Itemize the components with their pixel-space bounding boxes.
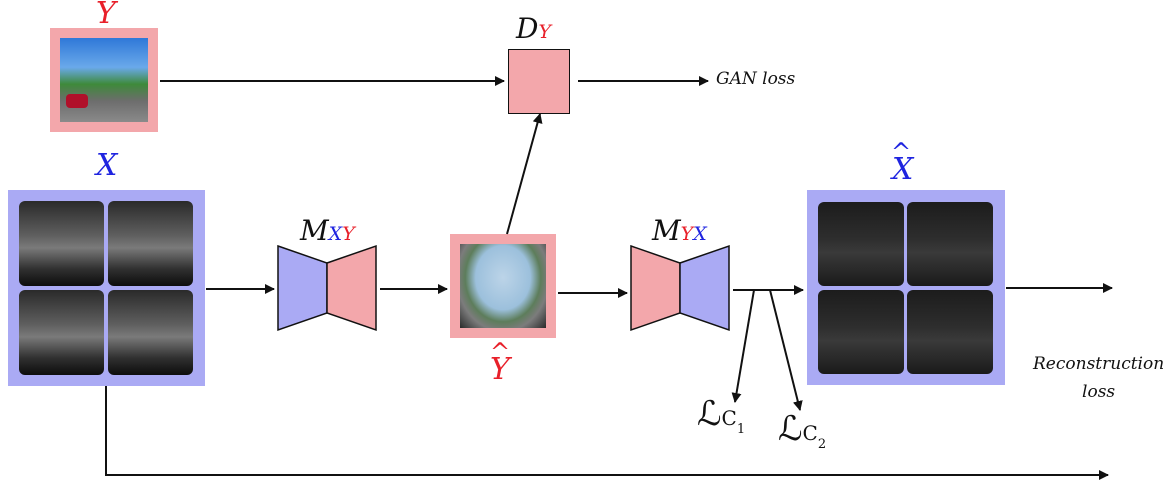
label-l-c1: ℒC1 — [697, 394, 746, 437]
encoder-xy-left — [277, 244, 328, 332]
encoder-yx-right — [679, 244, 730, 332]
image-x-hat-tile — [907, 202, 993, 286]
label-d-y: DY — [516, 12, 551, 45]
image-y-photo — [60, 38, 148, 122]
image-x-tile — [108, 201, 193, 286]
arrow-x-skip — [105, 386, 1109, 480]
image-y-frame — [50, 28, 158, 132]
gan-loss-label: GAN loss — [716, 69, 796, 89]
label-x: X — [96, 148, 118, 183]
image-x-tile — [108, 290, 193, 375]
car-shape — [66, 94, 88, 108]
arrow-to-lc1 — [731, 289, 755, 403]
hat-accent: ^ — [490, 338, 511, 366]
label-y-hat: ^ Y — [490, 338, 511, 387]
label-m-yx: MYX — [652, 214, 707, 247]
image-x-hat-frame — [807, 190, 1005, 385]
image-x-tile — [19, 201, 104, 286]
hat-accent: ^ — [891, 138, 912, 166]
label-m-xy: MXY — [300, 214, 355, 247]
label-l-c2: ℒC2 — [778, 409, 827, 452]
label-x-hat: ^ X — [891, 138, 914, 187]
image-x-hat-tile — [818, 290, 904, 374]
encoder-yx-left — [630, 244, 681, 332]
image-y-hat-photo — [460, 244, 546, 328]
encoder-xy-right — [326, 244, 377, 332]
image-y-hat-frame — [450, 234, 556, 338]
arrow-to-lc2 — [769, 289, 803, 411]
image-x-tile — [19, 290, 104, 375]
arrow-yhat-to-d — [506, 113, 543, 235]
image-x-frame — [8, 190, 205, 386]
image-x-hat-tile — [818, 202, 904, 286]
label-y: Y — [96, 0, 116, 31]
image-x-hat-tile — [907, 290, 993, 374]
reconstruction-loss-label: Reconstruction loss — [1033, 354, 1165, 402]
